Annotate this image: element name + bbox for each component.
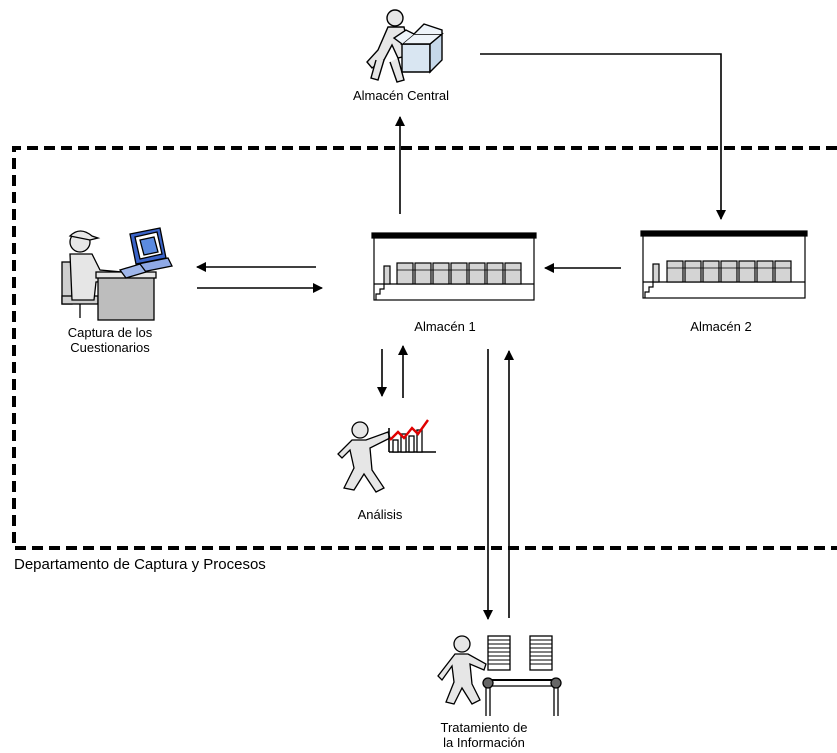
captura-label-line2: Cuestionarios — [70, 340, 150, 355]
department-label: Departamento de Captura y Procesos — [14, 556, 266, 573]
analisis-label: Análisis — [357, 507, 403, 522]
computer-operator-icon — [61, 227, 173, 321]
tratamiento-label-line2: la Información — [443, 735, 525, 750]
almacen-2-label: Almacén 2 — [690, 319, 752, 334]
almacen-1-label: Almacén 1 — [414, 319, 476, 334]
worker-with-paper-stacks-icon — [437, 635, 562, 716]
captura-label-line1: Captura de los — [67, 325, 153, 340]
captura-label: Captura de los Cuestionarios — [52, 325, 168, 355]
tratamiento-label-line1: Tratamiento de — [440, 720, 528, 735]
department-boundary — [12, 146, 837, 550]
worker-with-box-icon — [366, 9, 444, 83]
almacen-central-label: Almacén Central — [352, 88, 450, 103]
warehouse-icon — [640, 230, 808, 299]
arrow-central-to-almacen2 — [480, 53, 726, 220]
tratamiento-label: Tratamiento de la Información — [424, 720, 544, 750]
warehouse-icon — [371, 232, 537, 301]
person-with-chart-icon — [337, 419, 436, 493]
